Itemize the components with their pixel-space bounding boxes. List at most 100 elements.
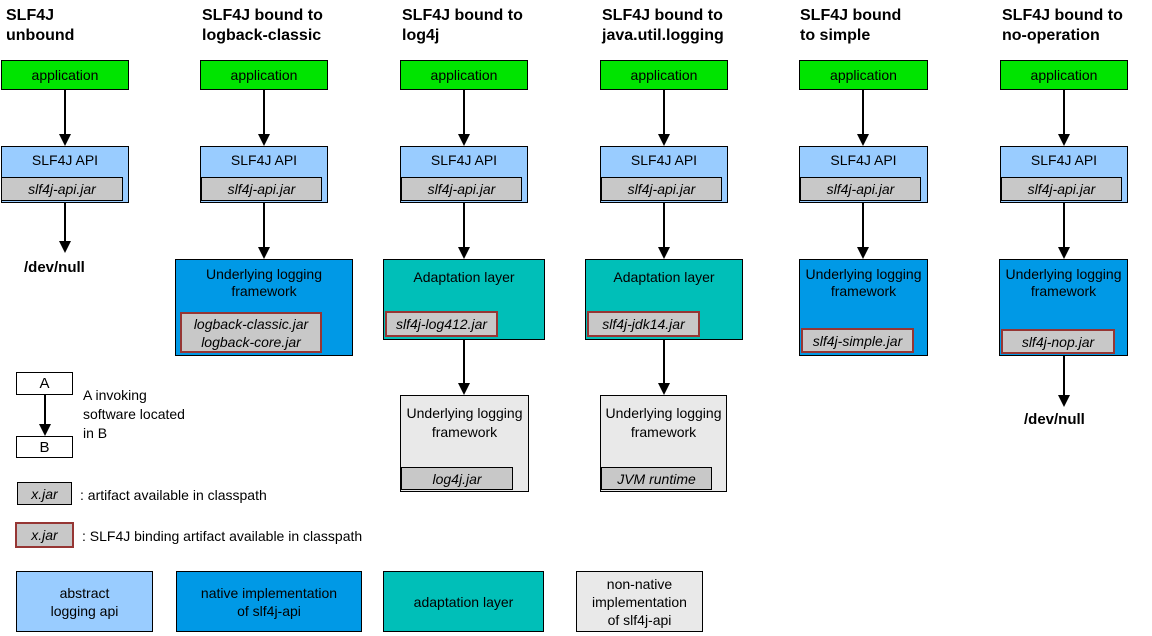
column-heading-logback: SLF4J bound to logback-classic — [202, 7, 323, 44]
underlying-framework-box: Underlying logging framework logback-cla… — [175, 259, 353, 356]
legend-binding-desc: : SLF4J binding artifact available in cl… — [82, 528, 363, 544]
slf4j-api-label: SLF4J API — [830, 152, 897, 168]
slf4j-api-jar: slf4j-api.jar — [1001, 177, 1122, 201]
adaptation-layer-box: Adaptation layer slf4j-jdk14.jar — [585, 259, 743, 340]
arrow-shaft — [463, 90, 465, 134]
arrow-app-to-api — [657, 90, 671, 146]
slf4j-api-box: SLF4J API slf4j-api.jar — [1, 146, 129, 203]
legend-color-label: native implementation of slf4j-api — [200, 584, 338, 619]
arrow-head-icon — [1058, 134, 1070, 146]
arrow-app-to-api — [58, 90, 72, 146]
slf4j-api-box: SLF4J API slf4j-api.jar — [200, 146, 328, 203]
application-box: application — [1000, 60, 1128, 90]
arrow-head-icon — [857, 247, 869, 259]
arrow-shaft — [663, 203, 665, 247]
arrow-shaft — [463, 340, 465, 383]
adaptation-layer-label: Adaptation layer — [413, 269, 515, 285]
slf4j-api-jar: slf4j-api.jar — [401, 177, 522, 201]
underlying-framework-label: Underlying logging framework — [805, 266, 922, 299]
arrow-api-to-devnull — [58, 203, 72, 253]
underlying-framework-box: Underlying logging framework log4j.jar — [400, 395, 529, 492]
arrow-head-icon — [258, 247, 270, 259]
arrow-head-icon — [658, 247, 670, 259]
slf4j-api-jar: slf4j-api.jar — [1, 177, 123, 201]
arrow-app-to-api — [856, 90, 870, 146]
arrow-head-icon — [458, 134, 470, 146]
underlying-framework-label: Underlying logging framework — [206, 266, 322, 299]
arrow-api-to-framework — [1057, 203, 1071, 259]
underlying-framework-label: Underlying logging framework — [406, 405, 523, 440]
underlying-framework-box: Underlying logging framework slf4j-simpl… — [799, 259, 928, 356]
framework-jar: JVM runtime — [601, 467, 712, 490]
arrow-api-to-framework — [257, 203, 271, 259]
binding-jar: slf4j-nop.jar — [1001, 329, 1115, 354]
legend-node-b-label: B — [39, 438, 50, 456]
legend-color-label: non-native implementation of slf4j-api — [592, 575, 687, 628]
arrow-shaft — [263, 203, 265, 247]
slf4j-api-label: SLF4J API — [230, 152, 298, 168]
legend-binding-jar: x.jar — [15, 522, 74, 548]
adaptation-layer-label: Adaptation layer — [613, 269, 715, 285]
legend-arrow-a-to-b — [38, 395, 52, 436]
arrow-head-icon — [658, 134, 670, 146]
underlying-framework-box: Underlying logging framework JVM runtime — [600, 395, 727, 492]
arrow-adaptation-to-framework — [657, 340, 671, 395]
arrow-shaft — [663, 340, 665, 383]
binding-jar: slf4j-simple.jar — [801, 328, 914, 353]
slf4j-api-label: SLF4J API — [1030, 152, 1098, 168]
legend-node-a: A — [16, 372, 73, 395]
application-label: application — [830, 67, 897, 83]
legend-color-label: adaptation layer — [413, 593, 514, 610]
arrow-api-to-framework — [856, 203, 870, 259]
application-label: application — [230, 67, 298, 83]
legend-color-non-native: non-native implementation of slf4j-api — [576, 571, 703, 632]
arrow-shaft — [862, 203, 864, 247]
column-heading-simple: SLF4J bound to simple — [800, 7, 902, 44]
binding-jar: slf4j-log412.jar — [385, 311, 498, 337]
legend-color-adaptation: adaptation layer — [383, 571, 544, 632]
arrow-head-icon — [1058, 395, 1070, 407]
legend-color-native-impl: native implementation of slf4j-api — [176, 571, 362, 632]
arrow-head-icon — [458, 383, 470, 395]
application-label: application — [31, 67, 99, 83]
legend-node-a-label: A — [39, 375, 50, 392]
arrow-head-icon — [39, 424, 51, 436]
slf4j-api-jar: slf4j-api.jar — [201, 177, 322, 201]
application-box: application — [200, 60, 328, 90]
application-box: application — [400, 60, 528, 90]
slf4j-api-jar: slf4j-api.jar — [800, 177, 921, 201]
arrow-shaft — [862, 90, 864, 134]
application-box: application — [600, 60, 728, 90]
legend-artifact-desc: : artifact available in classpath — [80, 487, 267, 503]
arrow-shaft — [64, 90, 66, 134]
column-heading-log4j: SLF4J bound to log4j — [402, 7, 523, 44]
legend-color-abstract-api: abstract logging api — [16, 571, 153, 632]
arrow-shaft — [463, 203, 465, 247]
slf4j-api-box: SLF4J API slf4j-api.jar — [799, 146, 928, 203]
arrow-shaft — [44, 395, 46, 424]
arrow-app-to-api — [457, 90, 471, 146]
adaptation-layer-box: Adaptation layer slf4j-log412.jar — [383, 259, 545, 340]
application-label: application — [1030, 67, 1098, 83]
arrow-shaft — [263, 90, 265, 134]
arrow-api-to-adaptation — [457, 203, 471, 259]
arrow-shaft — [1063, 90, 1065, 134]
arrow-shaft — [1063, 356, 1065, 395]
arrow-shaft — [663, 90, 665, 134]
legend-node-b: B — [16, 436, 73, 458]
arrow-head-icon — [857, 134, 869, 146]
slf4j-api-box: SLF4J API slf4j-api.jar — [1000, 146, 1128, 203]
legend-artifact-jar: x.jar — [17, 482, 72, 505]
arrow-head-icon — [59, 134, 71, 146]
legend-color-label: abstract logging api — [50, 584, 119, 619]
underlying-framework-label: Underlying logging framework — [605, 405, 722, 440]
framework-jar: log4j.jar — [401, 467, 513, 490]
devnull-label: /dev/null — [1024, 411, 1085, 428]
devnull-label: /dev/null — [24, 259, 85, 276]
legend-invoke-text: A invoking software located in B — [83, 387, 185, 441]
application-box: application — [1, 60, 129, 90]
column-heading-jul: SLF4J bound to java.util.logging — [602, 7, 724, 44]
arrow-app-to-api — [257, 90, 271, 146]
application-label: application — [630, 67, 698, 83]
